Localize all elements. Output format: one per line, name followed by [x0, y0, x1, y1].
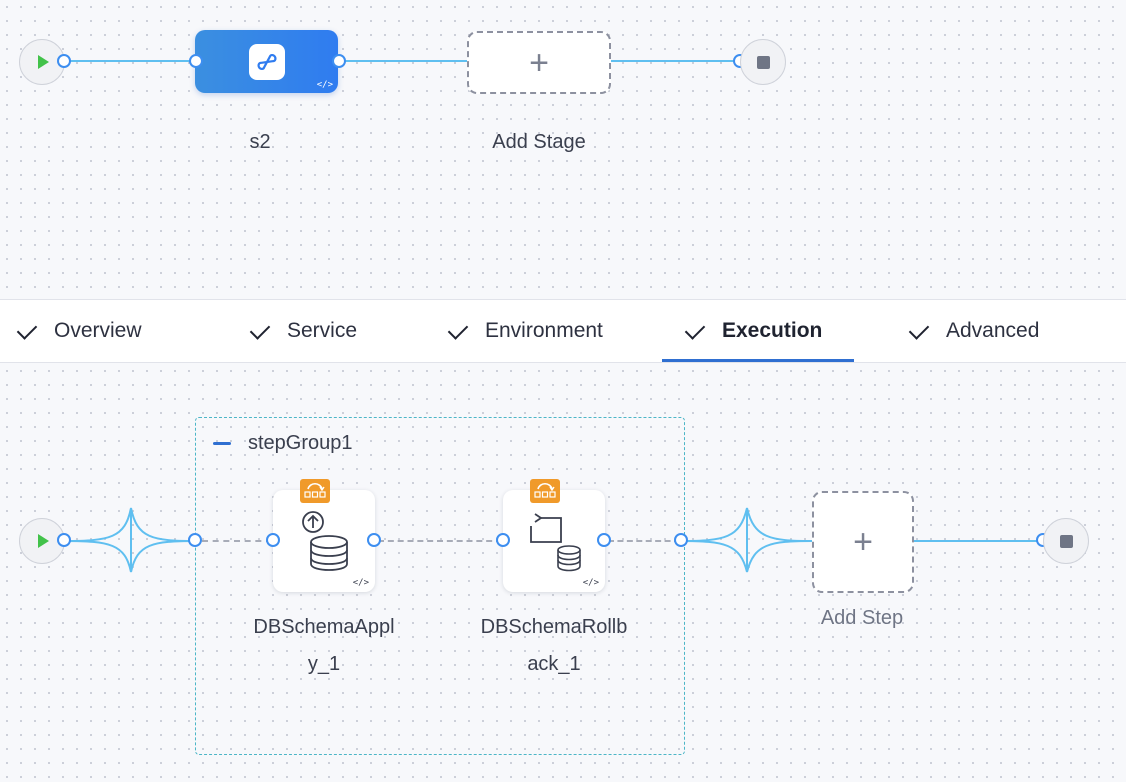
check-icon: [684, 318, 706, 340]
connector-stage-to-add: [338, 60, 468, 62]
badge-icon: [300, 479, 330, 503]
step-name-label: DBSchemaAppl y_1: [253, 616, 395, 675]
step-node-dbschema-rollback[interactable]: </>: [503, 490, 605, 592]
tab-execution[interactable]: Execution: [684, 300, 823, 362]
stage-node-s2[interactable]: </>: [195, 30, 338, 93]
step-name-label: DBSchemaRollb ack_1: [480, 616, 628, 675]
add-stage-label: Add Stage: [492, 131, 586, 153]
check-icon: [908, 318, 930, 340]
tab-service[interactable]: Service: [249, 300, 358, 362]
db-schema-rollback-icon: [530, 513, 581, 572]
add-step-button[interactable]: +: [812, 491, 914, 593]
port: [188, 533, 202, 547]
tab-label: Advanced: [946, 319, 1040, 342]
infinity-icon: [248, 43, 285, 80]
play-icon: [38, 55, 49, 69]
active-tab-indicator: [662, 359, 854, 362]
stage-tab-bar: Overview Service Environment Execution A…: [0, 299, 1126, 363]
step-group-name: stepGroup1: [248, 432, 353, 454]
port: [189, 54, 203, 68]
add-stage-button[interactable]: +: [467, 31, 611, 94]
dashed-connector: [378, 540, 502, 542]
tab-overview[interactable]: Overview: [16, 300, 142, 362]
connector-add-step-to-end: [912, 540, 1042, 542]
port: [332, 54, 346, 68]
tab-label: Environment: [485, 319, 603, 342]
tab-label: Service: [287, 319, 358, 342]
stop-icon: [1059, 534, 1073, 548]
port: [266, 533, 280, 547]
tab-environment[interactable]: Environment: [447, 300, 603, 362]
dashed-connector: [202, 540, 272, 542]
port: [57, 54, 71, 68]
plus-icon: +: [853, 523, 873, 561]
stage-name-label: s2: [249, 131, 271, 153]
db-schema-apply-icon: [302, 511, 348, 571]
connector-add-to-end: [610, 60, 740, 62]
check-icon: [249, 318, 271, 340]
stop-icon: [756, 55, 770, 69]
step-group-header[interactable]: stepGroup1: [213, 432, 353, 455]
dashed-connector: [608, 540, 680, 542]
tab-label: Execution: [722, 319, 823, 342]
check-icon: [447, 318, 469, 340]
collapse-icon[interactable]: [213, 442, 231, 445]
port: [57, 533, 71, 547]
tab-advanced[interactable]: Advanced: [908, 300, 1040, 362]
check-icon: [16, 318, 38, 340]
badge-icon: [530, 479, 560, 503]
port: [367, 533, 381, 547]
pipeline-end-node: [740, 39, 786, 85]
step-group-container[interactable]: [195, 417, 685, 755]
play-icon: [38, 534, 49, 548]
tab-label: Overview: [54, 319, 142, 342]
step-node-dbschema-apply[interactable]: </>: [273, 490, 375, 592]
plus-icon: +: [529, 43, 549, 82]
code-icon: </>: [582, 578, 599, 588]
port: [674, 533, 688, 547]
execution-connectors: [63, 507, 813, 573]
connector-start-to-stage: [64, 60, 195, 62]
port: [597, 533, 611, 547]
code-icon: </>: [316, 80, 333, 90]
add-step-label: Add Step: [820, 607, 904, 629]
execution-end-node: [1043, 518, 1089, 564]
code-icon: </>: [352, 578, 369, 588]
port: [496, 533, 510, 547]
